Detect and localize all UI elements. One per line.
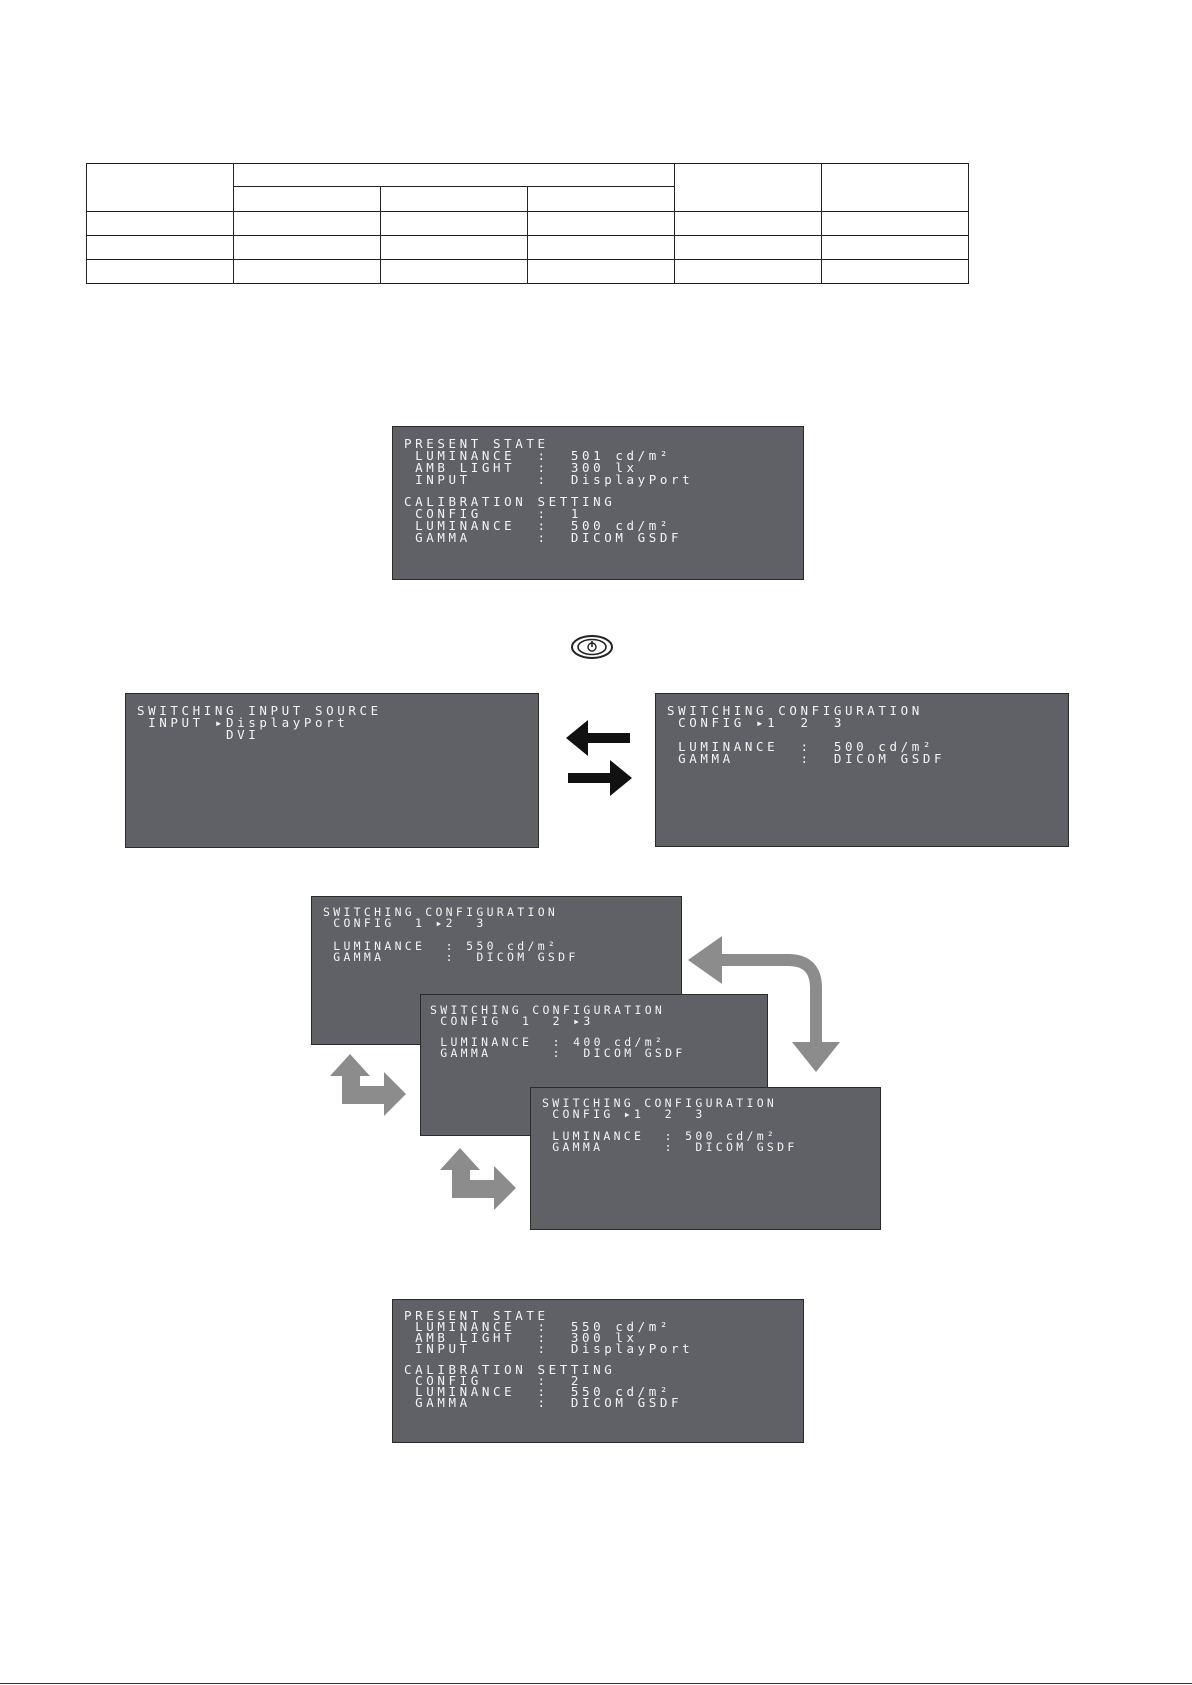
osd-line: GAMMA : DICOM GSDF — [667, 751, 946, 766]
table-cell — [86, 163, 234, 212]
osd-line: GAMMA : DICOM GSDF — [542, 1140, 798, 1154]
table-cell — [821, 235, 969, 260]
table-cell — [380, 186, 528, 212]
arrow-right-icon — [568, 760, 632, 796]
osd-line: AMB LIGHT : 300 lx — [404, 460, 638, 475]
osd-line: GAMMA : DICOM GSDF — [323, 950, 579, 964]
table-cell — [233, 235, 381, 260]
table-cell — [674, 211, 822, 236]
osd-title: SWITCHING INPUT SOURCE — [137, 703, 382, 718]
osd-section: CALIBRATION SETTING — [404, 1362, 616, 1377]
osd-line: INPUT ▸DisplayPort — [137, 715, 349, 730]
table-cell — [527, 186, 675, 212]
table-row — [86, 211, 969, 236]
osd-line: LUMINANCE : 550 cd/m² — [404, 1319, 672, 1334]
table-cell — [380, 235, 528, 260]
osd-line: GAMMA : DICOM GSDF — [404, 1395, 683, 1410]
osd-title: SWITCHING CONFIGURATION — [667, 703, 923, 718]
power-button-icon — [571, 635, 613, 659]
input-source-screen: SWITCHING INPUT SOURCE INPUT ▸DisplayPor… — [125, 693, 539, 848]
table-cell — [86, 211, 234, 236]
table-cell — [86, 259, 234, 284]
osd-line: LUMINANCE : 550 cd/m² — [323, 939, 559, 953]
table-cell — [380, 211, 528, 236]
table-cell — [821, 211, 969, 236]
table-cell — [527, 235, 675, 260]
table-cell — [233, 163, 675, 187]
osd-line: GAMMA : DICOM GSDF — [430, 1046, 686, 1060]
config-screen-1: SWITCHING CONFIGURATION CONFIG ▸1 2 3 LU… — [530, 1087, 881, 1230]
osd-line: CONFIG 1 2 ▸3 — [430, 1014, 594, 1028]
table-cell — [527, 211, 675, 236]
table-cell — [380, 259, 528, 284]
osd-line: CONFIG : 2 — [404, 1373, 583, 1388]
table-cell — [674, 163, 822, 212]
osd-line: LUMINANCE : 500 cd/m² — [542, 1129, 778, 1143]
table-header-row — [86, 163, 969, 212]
osd-title: PRESENT STATE — [404, 1308, 549, 1323]
table-cell — [674, 235, 822, 260]
table-cell — [86, 235, 234, 260]
osd-line: CONFIG : 1 — [404, 506, 583, 521]
cycle-arrow-icon — [330, 1054, 406, 1116]
table-cell — [821, 163, 969, 212]
osd-section: CALIBRATION SETTING — [404, 494, 616, 509]
table-cell — [233, 259, 381, 284]
cycle-arrow-icon — [440, 1148, 516, 1210]
table-row — [86, 235, 969, 260]
osd-line: LUMINANCE : 500 cd/m² — [404, 518, 672, 533]
osd-line: LUMINANCE : 500 cd/m² — [667, 739, 935, 754]
return-arrow-icon — [688, 936, 840, 1072]
footer-rule — [0, 1683, 1192, 1684]
osd-line: AMB LIGHT : 300 lx — [404, 1330, 638, 1345]
osd-line: GAMMA : DICOM GSDF — [404, 530, 683, 545]
table-cell — [233, 211, 381, 236]
present-state-screen-result: PRESENT STATE LUMINANCE : 550 cd/m² AMB … — [392, 1299, 804, 1443]
spec-table — [86, 163, 969, 284]
osd-line: CONFIG ▸1 2 3 — [542, 1107, 706, 1121]
arrow-left-icon — [566, 720, 630, 756]
osd-title: SWITCHING CONFIGURATION — [323, 905, 559, 919]
osd-line: DVI — [137, 727, 260, 742]
table-cell — [821, 259, 969, 284]
table-cell — [233, 186, 381, 212]
table-cell — [674, 259, 822, 284]
osd-line: LUMINANCE : 400 cd/m² — [430, 1035, 666, 1049]
osd-line: INPUT : DisplayPort — [404, 472, 694, 487]
osd-line: INPUT : DisplayPort — [404, 1341, 694, 1356]
osd-title: PRESENT STATE — [404, 436, 549, 451]
table-cell — [527, 259, 675, 284]
osd-line: CONFIG ▸1 2 3 — [667, 715, 846, 730]
osd-line: CONFIG 1 ▸2 3 — [323, 916, 487, 930]
osd-title: SWITCHING CONFIGURATION — [430, 1003, 666, 1017]
osd-title: SWITCHING CONFIGURATION — [542, 1096, 778, 1110]
present-state-screen: PRESENT STATE LUMINANCE : 501 cd/m² AMB … — [392, 426, 804, 580]
table-row — [86, 259, 969, 284]
config-screen-main: SWITCHING CONFIGURATION CONFIG ▸1 2 3 LU… — [655, 693, 1069, 847]
osd-line: LUMINANCE : 501 cd/m² — [404, 448, 672, 463]
osd-line: LUMINANCE : 550 cd/m² — [404, 1384, 672, 1399]
